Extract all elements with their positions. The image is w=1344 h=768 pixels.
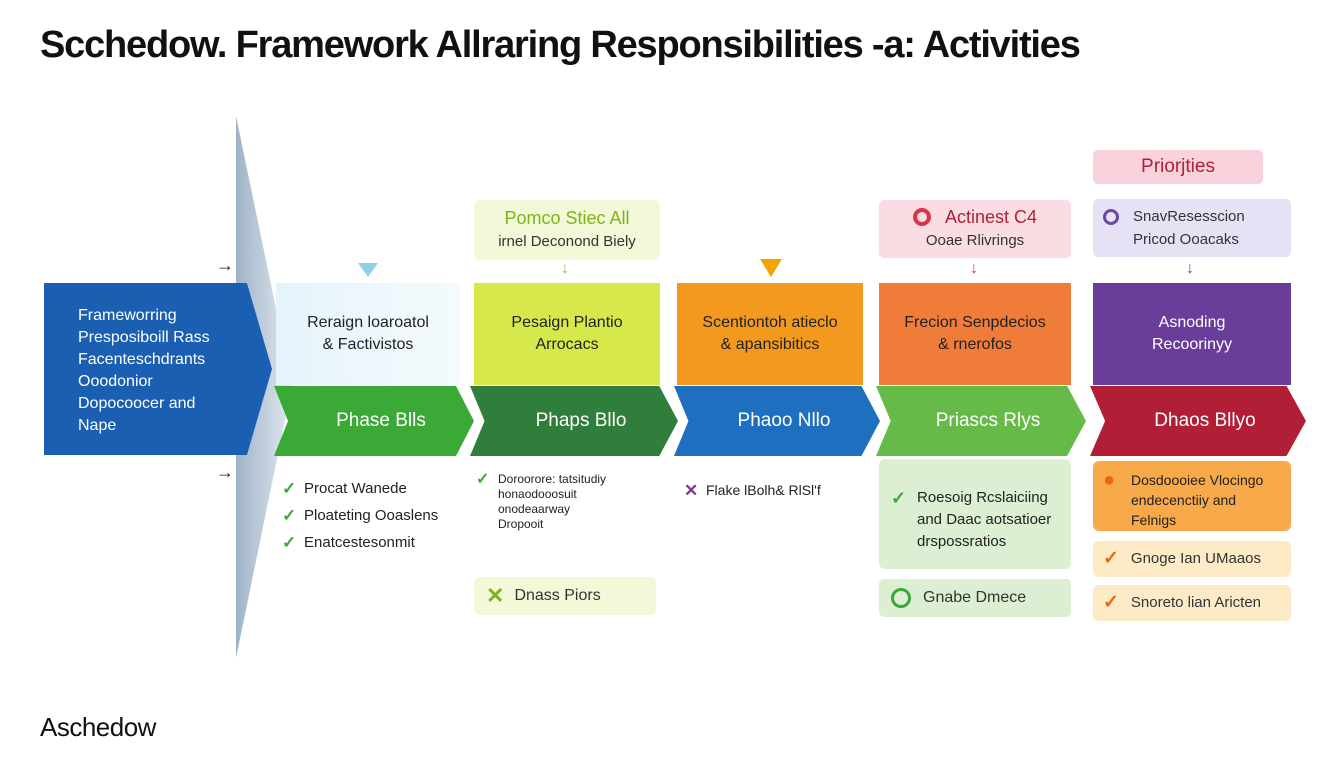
- phase-1-label: Phase Blls: [336, 410, 426, 431]
- footer-label: Aschedow: [40, 712, 156, 742]
- phase-1-chevron: Phase Blls: [274, 386, 474, 456]
- check-icon: ✓: [1103, 592, 1119, 613]
- lead-line: Facenteschdrants: [78, 351, 206, 368]
- column-2-top-line: Pesaign Plantio: [511, 314, 623, 331]
- cross-icon: ✕: [486, 583, 505, 608]
- column-3-top-box: Scentiontoh atieclo & apansibitics: [677, 283, 863, 385]
- panel-row: ● Dosdoooiee Vlocingo endecenctiiy and F…: [1103, 470, 1281, 530]
- phase-5-chevron: Dhaos Bllyo: [1090, 386, 1306, 456]
- column-3-list: ✕ Flake lBolh& RlSl'f: [684, 477, 821, 504]
- column-5-label-box: SnavResesscion Pricod Ooacaks: [1093, 199, 1291, 257]
- checklist-item: ✓ Ploateting Ooaslens: [282, 502, 438, 529]
- column-3-top-line: & apansibitics: [720, 336, 820, 353]
- priorities-label: Priorjties: [1141, 156, 1215, 177]
- column-1-top-line: & Factivistos: [322, 336, 414, 353]
- column-2-note: ✓ Doroorore: tatsitudiy honaodooosuit on…: [476, 472, 606, 532]
- column-1-top-box: Reraign loaroatol & Factivistos: [276, 283, 460, 385]
- column-5-panel-line: Dosdoooiee Vlocingo: [1131, 472, 1264, 488]
- column-2-label-box: Pomco Stiec All irnel Deconond Biely: [474, 200, 660, 260]
- arrow-right-icon: →: [216, 462, 234, 482]
- check-icon: ✓: [282, 506, 297, 525]
- phase-3-chevron: Phaoo Nllo: [674, 386, 880, 456]
- priorities-box: Priorjties: [1093, 150, 1263, 184]
- column-5-top-box: Asnoding Recoorinyy: [1093, 283, 1291, 385]
- arrow-down-icon: ↓: [561, 260, 569, 277]
- column-4-panel-line: and Daac aotsatioer: [917, 511, 1052, 528]
- diagram-title: Scchedow. Framework Allraring Responsibi…: [40, 24, 1081, 66]
- circle-icon: [1103, 208, 1119, 225]
- column-2-note-line: Dropooit: [498, 517, 544, 531]
- panel-row: ✓ Roesoig Rcslaiciing and Daac aotsatioe…: [889, 487, 1061, 553]
- check-icon: ✓: [282, 533, 297, 552]
- check-icon: ✓: [282, 479, 297, 498]
- column-4-panel-line: drspossratios: [917, 533, 1007, 550]
- column-2-label-line: irnel Deconond Biely: [498, 233, 636, 250]
- column-1-checklist: ✓ Procat Wanede ✓ Ploateting Ooaslens ✓ …: [282, 475, 438, 556]
- phase-5-label: Dhaos Bllyo: [1154, 410, 1256, 431]
- lead-line: Frameworring: [78, 307, 177, 324]
- phase-2-chevron: Phaps Bllo: [470, 386, 678, 456]
- lead-line: Presposiboill Rass: [78, 329, 210, 346]
- column-5-label-line: Pricod Ooacaks: [1133, 231, 1239, 248]
- column-5-item-text: Snoreto lian Aricten: [1130, 594, 1261, 611]
- lead-line: Nape: [78, 417, 117, 434]
- circle-icon: [891, 588, 911, 608]
- column-2-note-line: onodeaarway: [498, 502, 571, 516]
- column-3-cross-text: Flake lBolh& RlSl'f: [706, 482, 821, 498]
- column-5-panel: ● Dosdoooiee Vlocingo endecenctiiy and F…: [1093, 461, 1291, 531]
- column-4-bottom-text: Gnabe Dmece: [923, 589, 1027, 606]
- column-4-label-box: Actinest C4 Ooae Rlivrings: [879, 200, 1071, 258]
- lead-line: Ooodonior: [78, 373, 153, 390]
- column-5-item-box: ✓ Gnoge Ian UMaaos: [1093, 541, 1291, 577]
- column-5-item-box: ✓ Snoreto lian Aricten: [1093, 585, 1291, 621]
- drop-icon: ●: [1103, 469, 1116, 491]
- column-2-top-line: Arrocacs: [535, 336, 599, 353]
- column-3-top-line: Scentiontoh atieclo: [702, 314, 838, 331]
- column-4-label-line: Actinest C4: [944, 207, 1038, 227]
- checklist-item: ✓ Enatcestesonmit: [282, 529, 438, 556]
- column-5-panel-line: Felnigs: [1131, 512, 1177, 528]
- column-5-top-line: Recoorinyy: [1151, 336, 1233, 353]
- list-item: ✕ Flake lBolh& RlSl'f: [684, 477, 821, 504]
- column-2-note-line: Doroorore: tatsitudiy: [498, 472, 607, 486]
- column-4-top-box: Frecion Senpdecios & rnerofos: [879, 283, 1071, 385]
- column-5-item-text: Gnoge Ian UMaaos: [1130, 550, 1261, 567]
- checklist-text: Enatcestesonmit: [304, 534, 415, 551]
- phase-4-label: Priascs Rlys: [935, 410, 1041, 431]
- checklist-text: Ploateting Ooaslens: [304, 507, 439, 524]
- cross-icon: ✕: [684, 481, 699, 500]
- column-5-panel-line: endecenctiiy and: [1131, 492, 1237, 508]
- column-2-bottom-text: Dnass Piors: [514, 587, 601, 604]
- framework-lead-box: Frameworring Presposiboill Rass Facentes…: [44, 283, 272, 455]
- column-4-bottom-box: Gnabe Dmece: [879, 579, 1071, 617]
- column-4-label-line: Ooae Rlivrings: [925, 232, 1025, 249]
- column-4-panel: ✓ Roesoig Rcslaiciing and Daac aotsatioe…: [879, 459, 1071, 569]
- check-icon: ✓: [891, 488, 907, 508]
- check-icon: ✓: [1103, 548, 1119, 569]
- checklist-item: ✓ Procat Wanede: [282, 475, 438, 502]
- lead-line: Dopocoocer and: [78, 395, 196, 412]
- phase-2-label: Phaps Bllo: [535, 410, 627, 431]
- column-2-top-box: Pesaign Plantio Arrocacs: [474, 283, 660, 385]
- column-4-panel-line: Roesoig Rcslaiciing: [917, 489, 1048, 506]
- phase-4-chevron: Priascs Rlys: [876, 386, 1086, 456]
- column-1-top-line: Reraign loaroatol: [307, 314, 429, 331]
- arrow-down-icon: ↓: [1186, 260, 1194, 277]
- column-4-top-line: Frecion Senpdecios: [904, 314, 1046, 331]
- column-5-top-line: Asnoding: [1158, 314, 1226, 331]
- arrow-right-icon: →: [216, 255, 234, 275]
- column-5-label-line: SnavResesscion: [1133, 208, 1245, 225]
- arrow-down-icon: ↓: [970, 260, 978, 277]
- column-4-top-line: & rnerofos: [938, 336, 1012, 353]
- check-icon: ✓: [476, 471, 490, 488]
- checklist-text: Procat Wanede: [304, 480, 407, 497]
- column-2-bottom-box: ✕ Dnass Piors: [474, 577, 656, 615]
- column-2-note-line: honaodooosuit: [498, 487, 577, 501]
- phase-3-label: Phaoo Nllo: [737, 410, 831, 431]
- column-2-label-line: Pomco Stiec All: [504, 208, 630, 228]
- alert-circle-icon: [912, 208, 931, 226]
